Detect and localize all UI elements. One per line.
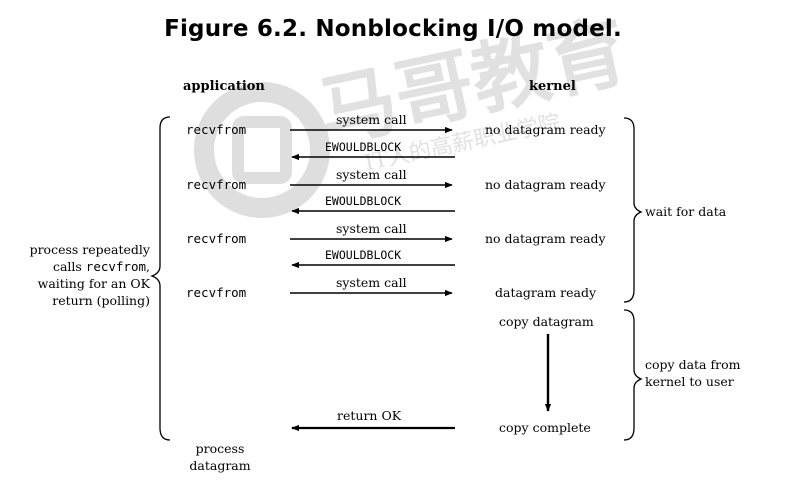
- system-call-label-2: system call: [336, 167, 407, 182]
- figure-title: Figure 6.2. Nonblocking I/O model.: [164, 16, 622, 42]
- recvfrom-call-4: recvfrom: [186, 285, 247, 300]
- kernel-state-4: datagram ready: [495, 285, 597, 300]
- ewouldblock-label-2: EWOULDBLOCK: [325, 194, 402, 208]
- column-header-kernel: kernel: [529, 79, 576, 94]
- kernel-state-1: no datagram ready: [485, 122, 606, 137]
- copy-brace: [623, 309, 643, 441]
- copy-data-note-line-2: kernel to user: [645, 374, 734, 389]
- polling-note-line-1: process repeatedly: [29, 242, 150, 257]
- process-datagram-label: process datagram: [180, 440, 260, 474]
- recvfrom-call-1: recvfrom: [186, 122, 247, 137]
- polling-note-suffix: ,: [146, 259, 150, 274]
- recvfrom-call-2: recvfrom: [186, 177, 247, 192]
- wait-brace: [623, 117, 643, 303]
- polling-note: process repeatedly calls recvfrom, waiti…: [8, 241, 150, 309]
- polling-note-line-3: waiting for an OK: [37, 276, 150, 291]
- copy-data-note-line-1: copy data from: [645, 357, 741, 372]
- wait-for-data-note: wait for data: [645, 204, 727, 219]
- recvfrom-call-3: recvfrom: [186, 231, 247, 246]
- process-datagram-line-1: process: [195, 441, 245, 456]
- left-brace: [150, 116, 171, 441]
- system-call-label-4: system call: [336, 275, 407, 290]
- polling-note-prefix: calls: [52, 259, 86, 274]
- system-call-label-1: system call: [336, 112, 407, 127]
- return-ok-label: return OK: [337, 408, 402, 423]
- copy-datagram-label: copy datagram: [499, 314, 594, 329]
- ewouldblock-label-1: EWOULDBLOCK: [325, 140, 402, 154]
- ewouldblock-label-3: EWOULDBLOCK: [325, 248, 402, 262]
- column-header-application: application: [183, 79, 265, 94]
- polling-note-code: recvfrom: [85, 259, 147, 274]
- process-datagram-line-2: datagram: [189, 458, 251, 473]
- copy-complete-label: copy complete: [499, 420, 591, 435]
- kernel-state-2: no datagram ready: [485, 177, 606, 192]
- system-call-label-3: system call: [336, 221, 407, 236]
- polling-note-line-4: return (polling): [52, 293, 150, 308]
- polling-note-line-2: calls recvfrom,: [8, 258, 150, 275]
- copy-data-note: copy data from kernel to user: [645, 356, 775, 390]
- kernel-state-3: no datagram ready: [485, 231, 606, 246]
